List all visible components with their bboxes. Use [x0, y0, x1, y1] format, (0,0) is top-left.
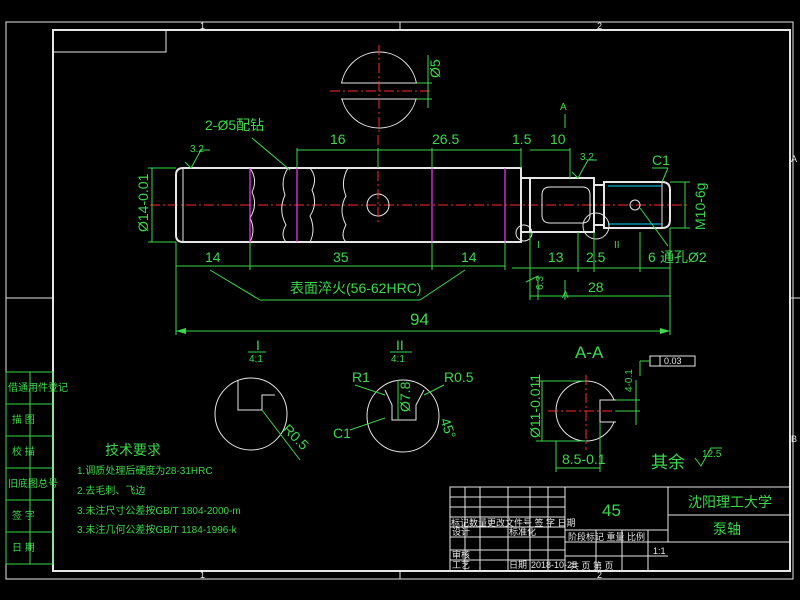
section-a-a: A-A Ø11-0.011 8.5-0.1 4-0.1 0.03 其余 12.5	[527, 343, 722, 472]
section-aa-tolerance: 0.03	[664, 356, 682, 366]
tb-scale: 1:1	[653, 546, 666, 556]
hardening-note: 表面淬火(56-62HRC)	[290, 280, 421, 296]
section-aa-width: 8.5-0.1	[562, 451, 606, 467]
dim-6: 6	[648, 249, 656, 265]
inner-border	[52, 29, 791, 572]
dim-35: 35	[333, 249, 349, 265]
detail-i-title: I	[256, 337, 260, 353]
main-view-dimensions: 2-Ø5配钻 16 26.5 1.5 10 A 3.2 3.2 Ø14-0.01…	[135, 102, 708, 335]
tb-process: 工艺	[452, 560, 470, 570]
dim-14-left: 14	[205, 249, 221, 265]
tb-standard: 标准化	[509, 526, 536, 537]
tb-date: 2018-10-25	[531, 560, 577, 570]
dim-10: 10	[550, 131, 566, 147]
dim-13: 13	[548, 249, 564, 265]
pin-hole-section: Ø5	[330, 45, 443, 135]
detail-i: I 4:1 R0.5	[214, 337, 312, 461]
tech-item: 2.去毛刺、飞边	[77, 485, 145, 497]
rest-roughness: 12.5	[702, 449, 722, 460]
corner-box	[52, 29, 167, 53]
dim-through-hole: 通孔Ø2	[660, 249, 707, 265]
dim-94: 94	[410, 310, 429, 329]
dim-phi14: Ø14-0.01	[135, 173, 151, 232]
dim-26-5: 26.5	[432, 131, 459, 147]
detail-i-callout: I	[537, 240, 540, 251]
dim-m10: M10-6g	[692, 183, 708, 230]
tb-review: 审核	[452, 549, 470, 560]
rest-label: 其余	[651, 453, 685, 472]
dim-16: 16	[330, 131, 346, 147]
zone-bottom-2: 2	[597, 570, 602, 580]
side-label: 描 图	[12, 413, 35, 426]
zone-top-1: 1	[200, 21, 205, 31]
side-label: 日 期	[12, 542, 35, 554]
detail-ii-r05: R0.5	[444, 369, 474, 385]
detail-ii-phi: Ø7.8	[397, 381, 413, 412]
zone-bottom-1: 1	[200, 570, 205, 580]
side-label: 签 字	[12, 509, 35, 522]
dim-14-right: 14	[461, 249, 477, 265]
tech-item: 3.未注几何公差按GB/T 1184-1996-k	[77, 523, 238, 536]
tb-date-label: 日期	[509, 560, 527, 570]
rough-side: 6.3	[535, 276, 546, 290]
detail-ii-title: II	[396, 337, 404, 353]
shaft-main-view	[150, 135, 690, 243]
detail-ii-scale: 4:1	[391, 354, 405, 365]
side-label: 借通用件登记	[8, 381, 68, 394]
dim-1-5: 1.5	[512, 131, 532, 147]
tb-material: 45	[602, 501, 621, 520]
zone-right-a: A	[791, 154, 797, 164]
section-a-top: A	[560, 102, 567, 113]
side-label: 校 描	[12, 445, 35, 458]
tb-sheet-row: 共 页 第 页	[570, 560, 614, 571]
dim-phi5: Ø5	[427, 59, 443, 78]
tb-design: 设计	[452, 526, 470, 537]
detail-i-scale: 4:1	[249, 354, 263, 365]
tech-item: 3.未注尺寸公差按GB/T 1804-2000-m	[77, 504, 241, 517]
tb-part: 泵轴	[713, 521, 741, 537]
dim-2-5: 2.5	[586, 249, 606, 265]
registration-column: 借通用件登记 描 图 校 描 旧底图总号 签 字 日 期	[5, 371, 68, 565]
tb-stage-row: 阶段标记 重量 比例	[568, 531, 645, 542]
dim-hole-label: 2-Ø5配钻	[205, 117, 264, 133]
zone-top-2: 2	[597, 21, 602, 31]
section-aa-title: A-A	[575, 343, 604, 362]
detail-ii: II 4:1 R1 Ø7.8 R0.5 C1 45°	[333, 337, 474, 453]
tb-school: 沈阳理工大学	[688, 494, 772, 510]
tech-item: 1.调质处理后硬度为28-31HRC	[77, 464, 213, 477]
tech-requirements: 技术要求 1.调质处理后硬度为28-31HRC 2.去毛刺、飞边 3.未注尺寸公…	[77, 442, 241, 536]
detail-ii-r1: R1	[352, 369, 370, 385]
tb-header-row: 标记数量更改文件号 签 字 日期	[451, 517, 576, 528]
side-label: 旧底图总号	[8, 477, 58, 490]
section-aa-phi: Ø11-0.011	[527, 374, 543, 438]
detail-ii-callout: II	[614, 240, 620, 251]
title-block: 标记数量更改文件号 签 字 日期 设计 标准化 审核 工艺 日期 2018-10…	[449, 486, 791, 572]
rough-mid: 3.2	[580, 152, 594, 163]
tech-title: 技术要求	[105, 442, 161, 458]
rough-left: 3.2	[190, 144, 204, 155]
detail-ii-c1: C1	[333, 425, 351, 441]
zone-right-b: B	[791, 434, 797, 444]
dim-28: 28	[588, 279, 604, 295]
section-aa-side: 4-0.1	[624, 369, 635, 392]
detail-ii-45: 45°	[437, 416, 459, 441]
dim-c1: C1	[652, 152, 670, 168]
